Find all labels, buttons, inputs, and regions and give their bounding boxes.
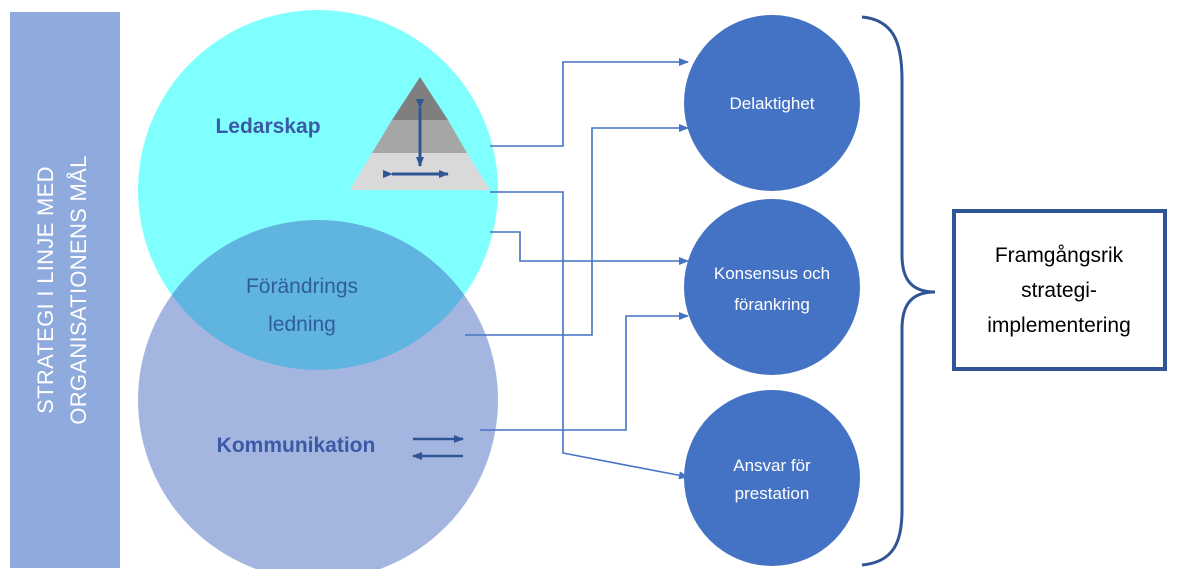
outcome-konsensus-circle (684, 199, 860, 375)
outcome-ansvar-label-line-2: prestation (735, 484, 810, 503)
result-box-border (952, 209, 1167, 371)
pyramid-icon (350, 77, 490, 190)
outcome-ansvar-label-line-1: Ansvar för (733, 456, 811, 475)
venn-diagram: Ledarskap Förändrings ledning Kommunikat… (138, 10, 498, 569)
outcome-konsensus-label-line-1: Konsensus och (714, 264, 830, 283)
outcome-ansvar-circle (684, 390, 860, 566)
curly-brace (861, 15, 936, 567)
connector-leadership-delaktighet (490, 58, 689, 147)
change-management-label-line-2: ledning (268, 313, 336, 336)
connectors (465, 58, 689, 480)
sidebar: STRATEGI I LINJE MED ORGANISATIONENS MÅL (10, 12, 120, 568)
outcome-delaktighet-circle (684, 15, 860, 191)
overlap-region (138, 220, 498, 370)
outcomes: Delaktighet Konsensus och förankring Ans… (684, 15, 860, 566)
result-line-1: Framgångsrik (995, 244, 1124, 267)
result-box: Framgångsrik strategi- implementering (952, 209, 1167, 371)
result-line-3: implementering (987, 314, 1131, 337)
connector-change-delaktighet (465, 124, 689, 336)
connector-leadership-ansvar (490, 231, 689, 265)
connector-leadership-konsensus (490, 191, 689, 480)
connector-communication-konsensus (480, 312, 689, 431)
sidebar-line-2: ORGANISATIONENS MÅL (66, 155, 91, 424)
outcome-konsensus-label-line-2: förankring (734, 295, 810, 314)
exchange-arrows-icon (412, 435, 464, 460)
sidebar-line-1: STRATEGI I LINJE MED (33, 166, 58, 414)
communication-label: Kommunikation (217, 434, 376, 457)
change-management-label-line-1: Förändrings (246, 275, 358, 298)
sidebar-background (10, 12, 120, 568)
outcome-delaktighet-label: Delaktighet (729, 94, 814, 113)
result-line-2: strategi- (1021, 279, 1097, 302)
leadership-label: Ledarskap (215, 115, 320, 138)
